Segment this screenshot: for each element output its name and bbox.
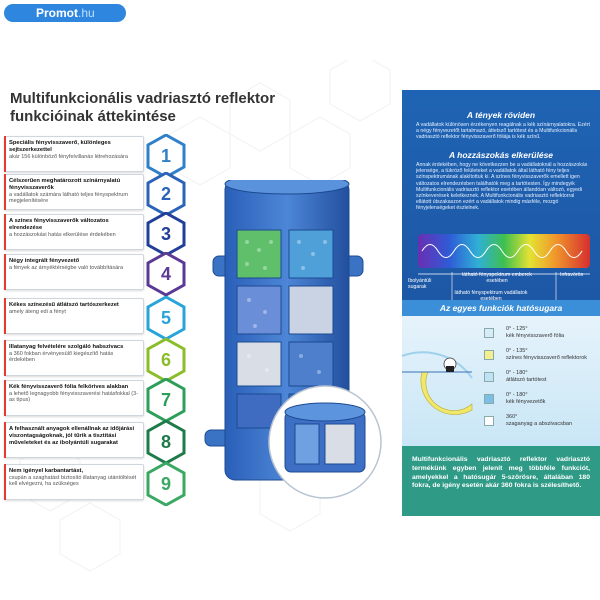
feature-item: Illatanyag felvételére szolgáló habsziva… bbox=[0, 337, 200, 406]
legend-angle: 0° - 135° bbox=[506, 348, 528, 354]
legend-swatch bbox=[484, 350, 494, 360]
feature-number: 7 bbox=[160, 390, 171, 410]
legend-swatch bbox=[484, 394, 494, 404]
feature-number: 6 bbox=[160, 350, 171, 370]
angle-legend-item: 0° - 180°átlátszó tartótest bbox=[484, 370, 594, 384]
feature-title: A színes fényvisszaverők változatos elre… bbox=[9, 218, 109, 231]
feature-desc: amely áteng edi a fényt bbox=[9, 308, 66, 315]
angle-legend-item: 0° - 180°kék fényvezetők bbox=[484, 392, 594, 406]
feature-title: Kékes színezésű átlátszó tartószerkezet bbox=[9, 302, 119, 308]
feature-box: Kék fényvisszaverő fólia felkörives alak… bbox=[4, 380, 144, 416]
brand-logo[interactable]: Promot.hu bbox=[4, 4, 126, 22]
feature-box: Illatanyag felvételére szolgáló habsziva… bbox=[4, 340, 144, 376]
feature-number: 3 bbox=[160, 224, 171, 244]
page-title: Multifunkcionális vadriasztó reflektor f… bbox=[10, 90, 310, 126]
habituation-text: Annak érdekében, hogy ne következzen be … bbox=[416, 162, 588, 212]
feature-item: Kék fényvisszaverő fólia felkörives alak… bbox=[0, 377, 200, 446]
feature-box: A színes fényvisszaverők változatos elre… bbox=[4, 214, 144, 250]
angle-legend-item: 0° - 135°színes fényvisszaverő reflektor… bbox=[484, 348, 594, 362]
legend-angle: 0° - 180° bbox=[506, 392, 528, 398]
legend-angle: 0° - 180° bbox=[506, 370, 528, 376]
legend-angle: 0° - 125° bbox=[506, 326, 528, 332]
feature-title: Illatanyag felvételére szolgáló habsziva… bbox=[9, 344, 124, 350]
feature-title: Kék fényvisszaverő fólia felkörives alak… bbox=[9, 384, 129, 390]
spectrum-diagram bbox=[418, 234, 590, 300]
feature-number: 5 bbox=[160, 308, 171, 328]
feature-title: A felhasznált anyagok ellenállnak az idő… bbox=[9, 426, 135, 446]
legend-swatch bbox=[484, 328, 494, 338]
brand-tld: .hu bbox=[78, 6, 95, 20]
legend-name: kék fényvisszaverő fólia bbox=[506, 333, 565, 339]
feature-item: Célszerűen meghatározott színárnyalatú f… bbox=[0, 171, 200, 240]
legend-swatch bbox=[484, 416, 494, 426]
feature-item: A felhasznált anyagok ellenállnak az idő… bbox=[0, 419, 200, 488]
angles-section: 0° - 125°kék fényvisszaverő fólia 0° - 13… bbox=[402, 316, 600, 446]
page-title-line2: funkcióinak áttekintése bbox=[10, 108, 176, 125]
number-hexagon: 5 bbox=[146, 295, 186, 341]
feature-number: 4 bbox=[160, 264, 171, 284]
feature-number: 9 bbox=[160, 474, 171, 494]
legend-angle: 360° bbox=[506, 414, 518, 420]
feature-number: 1 bbox=[160, 146, 171, 166]
feature-box: A felhasznált anyagok ellenállnak az idő… bbox=[4, 422, 144, 458]
legend-name: kék fényvezetők bbox=[506, 399, 546, 405]
feature-box: Nem igényel karbantartást,csupán a szagh… bbox=[4, 464, 144, 500]
feature-desc: a 360 fokban érvényesülő kiegészítő hatá… bbox=[9, 350, 114, 364]
range-diagram bbox=[402, 351, 473, 415]
feature-desc: a lehető legnagyobb fényvisszaverési hat… bbox=[9, 390, 139, 404]
number-hexagon: 7 bbox=[146, 377, 186, 423]
feature-title: Négy integrált fényvezető bbox=[9, 258, 80, 264]
feature-box: Speciális fényvisszaverő, különleges sej… bbox=[4, 136, 144, 172]
feature-desc: a vadállatok számára látható teljes fény… bbox=[9, 191, 128, 205]
number-hexagon: 6 bbox=[146, 337, 186, 383]
summary-note: Multifunkcionális vadriasztó reflektor v… bbox=[402, 446, 600, 516]
angles-title: Az egyes funkciók hatósugara bbox=[402, 300, 600, 316]
number-hexagon: 9 bbox=[146, 461, 186, 507]
legend-name: színes fényvisszaverő reflektorok bbox=[506, 355, 588, 361]
angle-legend-item: 360°szaganyag a abszivacsban bbox=[484, 414, 594, 428]
feature-title: Célszerűen meghatározott színárnyalatú f… bbox=[9, 178, 121, 191]
facts-text: A vadállatok különösen érzékenyen reagál… bbox=[416, 122, 590, 141]
feature-desc: a hozzászokási hatás elkerülése érdekébe… bbox=[9, 231, 116, 238]
feature-number: 2 bbox=[160, 184, 171, 204]
legend-swatch bbox=[484, 372, 494, 382]
legend-name: szaganyag a abszivacsban bbox=[506, 421, 573, 427]
feature-desc: akár 156 különböző fényfelvillanás létre… bbox=[9, 153, 128, 160]
facts-title: A tények röviden bbox=[466, 110, 536, 120]
angle-legend-item: 0° - 125°kék fényvisszaverő fólia bbox=[484, 326, 594, 340]
reflector-device-illustration bbox=[204, 180, 382, 499]
ir-label: Infravörös bbox=[560, 272, 584, 278]
feature-title: Speciális fényvisszaverő, különleges sej… bbox=[9, 140, 111, 153]
feature-item: Nem igényel karbantartást,csupán a szagh… bbox=[0, 461, 200, 530]
feature-box: Célszerűen meghatározott színárnyalatú f… bbox=[4, 174, 144, 210]
human-spectrum-label: látható fényspektrum emberek esetében bbox=[462, 272, 532, 284]
feature-item: A színes fényvisszaverők változatos elre… bbox=[0, 211, 200, 280]
number-hexagon: 4 bbox=[146, 251, 186, 297]
feature-number: 8 bbox=[160, 432, 171, 452]
feature-desc: a fények az árnyéktérségbe való továbbít… bbox=[9, 264, 124, 271]
animal-spectrum-label: látható fényspektrum vadállatok esetében bbox=[454, 290, 528, 302]
feature-title: Nem igényel karbantartást, bbox=[9, 468, 84, 474]
number-hexagon: 2 bbox=[146, 171, 186, 217]
uv-label: Ibolyántúli sugarak bbox=[408, 278, 432, 290]
brand-name: Promot bbox=[36, 6, 78, 20]
feature-desc: csupán a szaghatást biztosító illatanyag… bbox=[9, 474, 137, 488]
feature-item: Speciális fényvisszaverő, különleges sej… bbox=[0, 133, 200, 202]
habituation-title: A hozzászokás elkerülése bbox=[448, 150, 554, 160]
number-hexagon: 3 bbox=[146, 211, 186, 257]
page-title-line1: Multifunkcionális vadriasztó reflektor bbox=[10, 90, 276, 107]
legend-name: átlátszó tartótest bbox=[506, 377, 547, 383]
number-hexagon: 8 bbox=[146, 419, 186, 465]
